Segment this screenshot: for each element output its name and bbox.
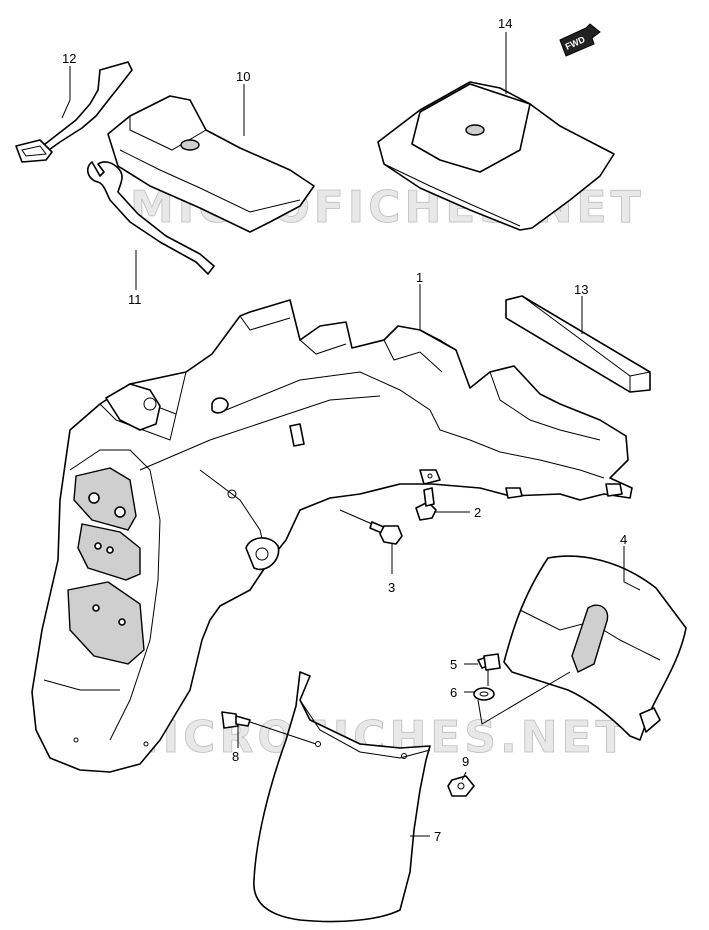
rear-flap-part (503, 555, 687, 741)
tool-case-part (377, 81, 615, 231)
leader-lines (61, 32, 641, 837)
callout-12: 12 (62, 51, 76, 66)
watermark-bottom: MICROFICHES.NET (115, 712, 630, 763)
tool-bag-part (107, 95, 315, 233)
bolt-2-part (415, 487, 437, 521)
mudguard-part (253, 671, 431, 923)
callout-1: 1 (416, 270, 423, 285)
callout-3: 3 (388, 580, 395, 595)
strap-part (15, 61, 133, 163)
washer-6-part (473, 687, 495, 701)
spanner-part (86, 161, 215, 275)
callout-6: 6 (450, 685, 457, 700)
screw-8-part (221, 711, 317, 745)
callout-14: 14 (498, 16, 512, 31)
callout-11: 11 (128, 292, 142, 307)
callout-8: 8 (232, 749, 239, 764)
rear-fender-part (31, 299, 633, 773)
callout-4: 4 (620, 532, 627, 547)
nut-9-part (447, 775, 475, 797)
callout-9: 9 (462, 754, 469, 769)
callout-labels: 1 2 3 4 5 6 7 8 9 10 11 12 13 14 (62, 16, 627, 844)
fwd-arrow-icon: FWD (559, 23, 601, 57)
callout-10: 10 (236, 69, 250, 84)
bolt-3-part (339, 509, 403, 545)
callout-7: 7 (434, 829, 441, 844)
callout-13: 13 (574, 282, 588, 297)
callout-2: 2 (474, 505, 481, 520)
callout-5: 5 (450, 657, 457, 672)
bolt-5-part (477, 653, 501, 686)
cushion-part (505, 295, 651, 393)
